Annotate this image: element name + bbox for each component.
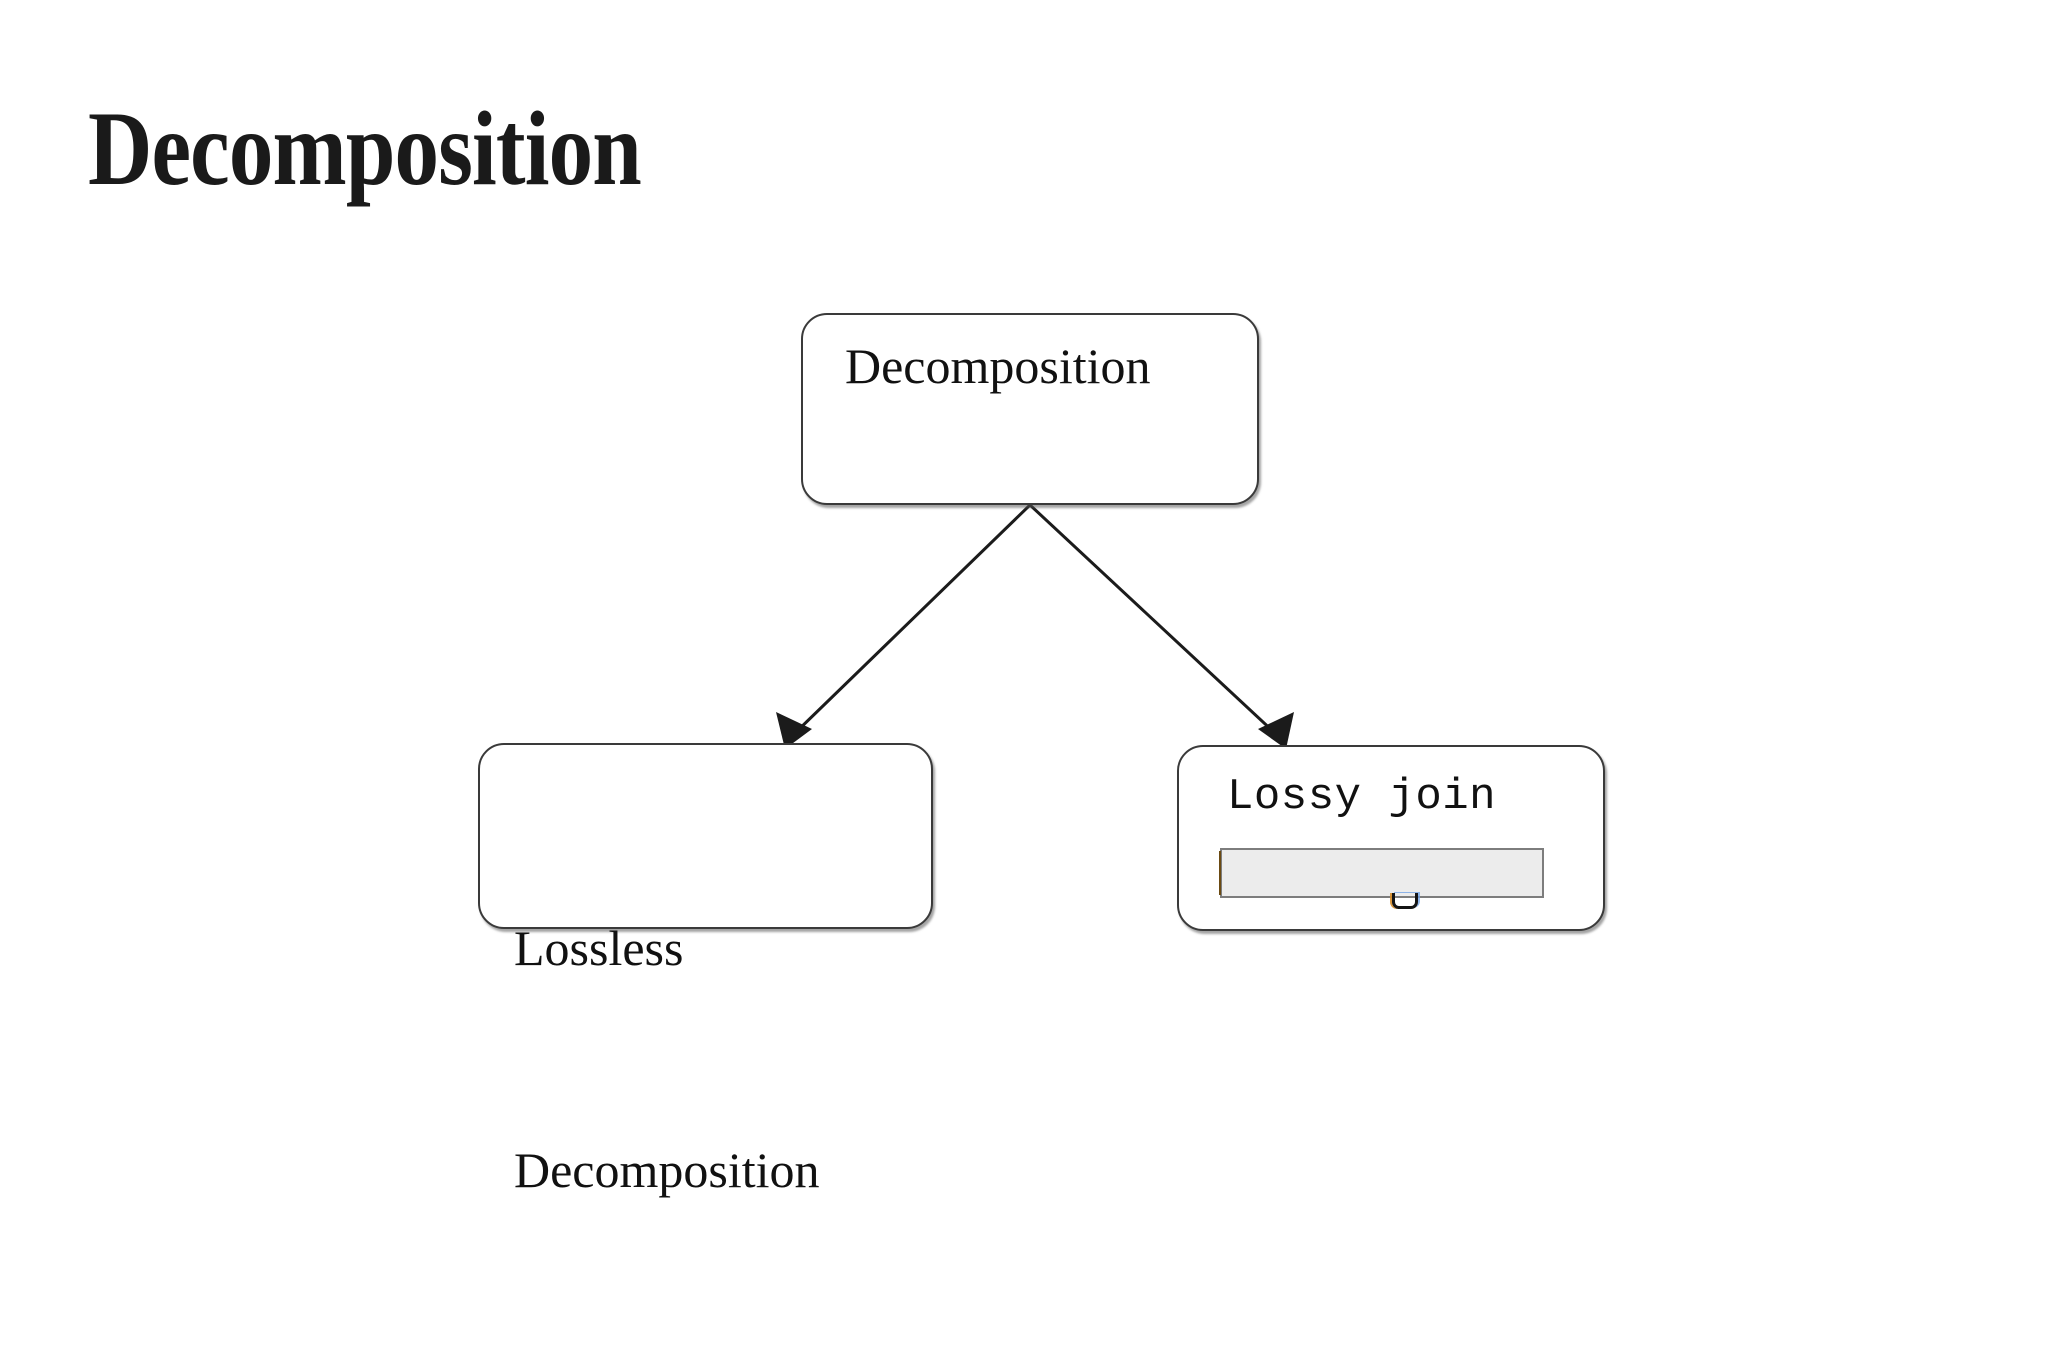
edge-root-to-lossless: [776, 503, 1032, 749]
node-lossless-decomposition-label: Lossless Decomposition: [514, 763, 820, 1355]
node-lossy-join-label: Lossy join: [1227, 772, 1497, 822]
slide-canvas: Decomposition Decomposition Lossless Dec…: [88, 90, 1605, 1198]
page-title: Decomposition: [88, 90, 642, 207]
decomposition-tree-diagram: Decomposition Lossless Decomposition Los…: [478, 313, 1605, 1198]
node-decomposition-label: Decomposition: [845, 338, 1151, 394]
node-lossless-decomposition[interactable]: Lossless Decomposition: [478, 743, 933, 1198]
resize-handle-glyph[interactable]: [1392, 893, 1418, 909]
node-lossless-line-2: Decomposition: [514, 1142, 820, 1198]
node-lossy-join[interactable]: Lossy join: [1177, 745, 1605, 931]
node-decomposition[interactable]: Decomposition: [801, 313, 1259, 505]
node-lossless-line-1: Lossless: [514, 920, 684, 976]
edge-root-to-lossy: [1028, 503, 1294, 749]
connector-layer: [776, 503, 1294, 749]
text-caret: [1219, 851, 1221, 895]
lossy-join-text-input[interactable]: [1220, 848, 1544, 898]
